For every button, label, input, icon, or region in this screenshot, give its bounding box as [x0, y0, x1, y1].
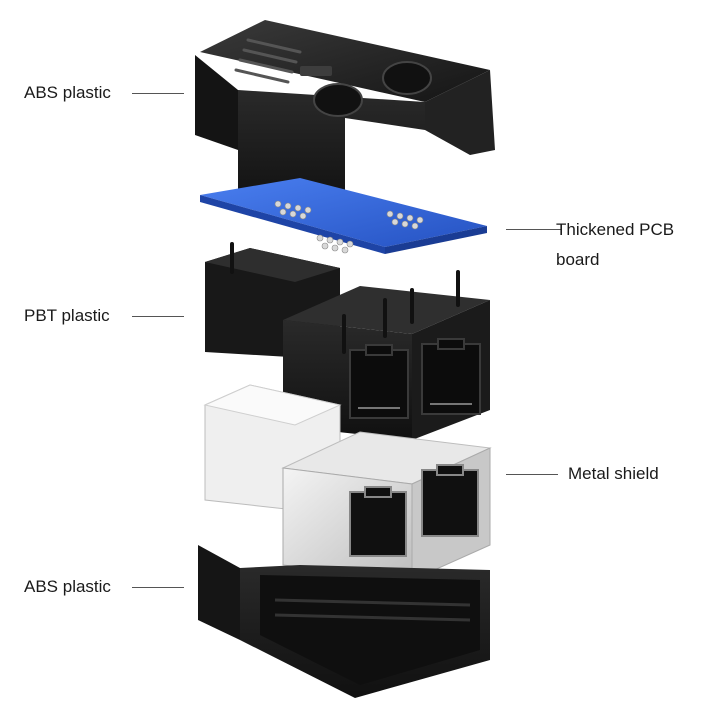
pcb-board	[200, 178, 487, 254]
leader-line-metal	[506, 474, 558, 475]
label-abs-plastic-top: ABS plastic	[24, 83, 111, 102]
pbt-jack-body	[205, 242, 490, 440]
label-abs-plastic-bottom: ABS plastic	[24, 577, 111, 596]
abs-top-shell	[195, 20, 495, 210]
rj45-port-icon	[421, 338, 481, 415]
rj45-port-icon	[421, 464, 479, 537]
rj45-port-icon	[349, 486, 407, 557]
leader-line-abs-bottom	[132, 587, 184, 588]
leader-line-pbt	[132, 316, 184, 317]
label-pcb-line1: Thickened PCB	[556, 220, 675, 239]
metal-shield	[203, 384, 492, 581]
logo-badge-icon	[300, 66, 332, 76]
label-pbt-plastic: PBT plastic	[24, 306, 110, 325]
label-metal-shield: Metal shield	[568, 464, 659, 483]
label-pcb-line2: board	[556, 250, 600, 269]
rj45-port-icon	[349, 344, 409, 419]
abs-bottom-shell	[198, 545, 490, 698]
leader-line-pcb	[506, 229, 562, 230]
leader-line-abs-top	[132, 93, 184, 94]
